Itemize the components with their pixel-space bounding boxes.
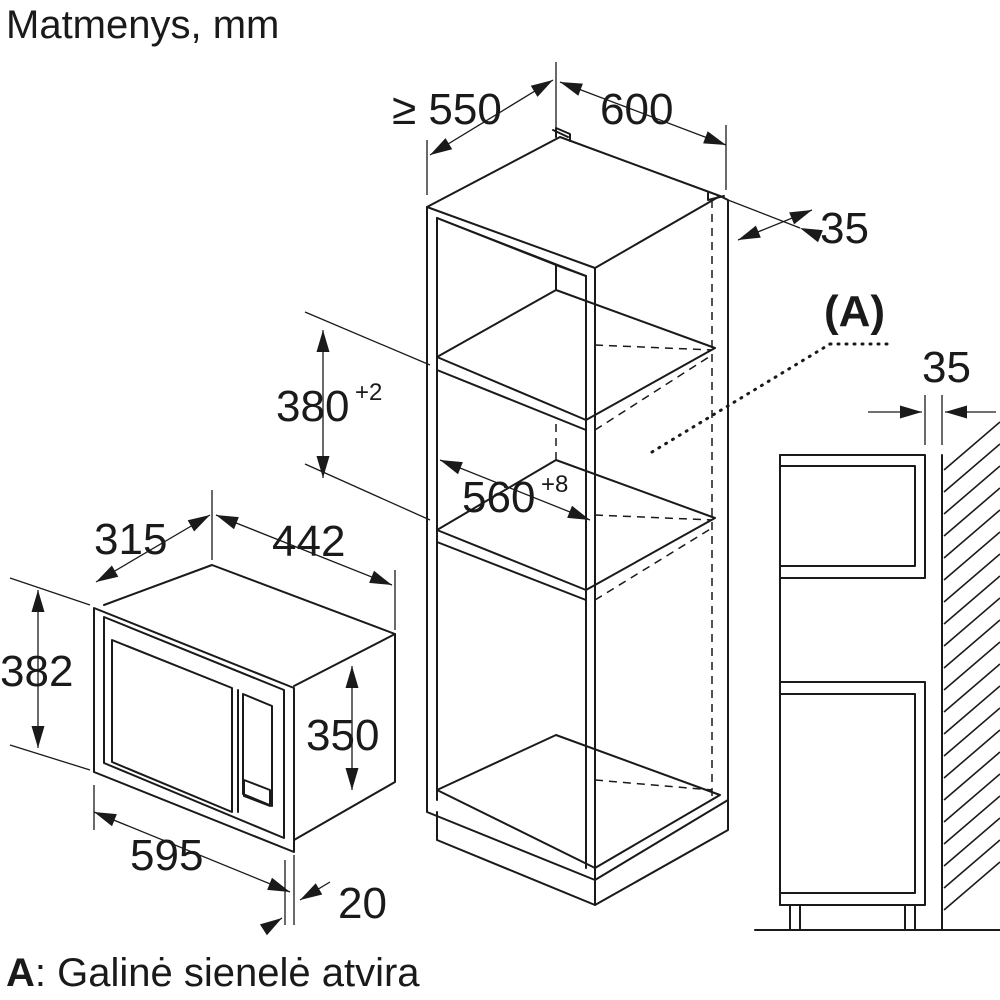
legend-key: A — [6, 951, 35, 995]
callout-a: (A) — [824, 287, 885, 336]
wall-hatch-line — [943, 795, 1000, 845]
dimension-arrowhead — [703, 131, 726, 145]
dimension-arrowhead — [259, 918, 282, 936]
wall-hatch-line — [943, 531, 1000, 581]
dimension-arrowhead — [430, 138, 453, 155]
dim-niche-height-tol: +2 — [355, 379, 382, 406]
dimension-arrowhead — [560, 82, 583, 96]
dim-appliance-height: 382 — [0, 647, 73, 696]
dimension-arrowhead — [31, 726, 45, 748]
dim-cabinet-depth: ≥ 550 — [392, 85, 502, 134]
dimension-arrowhead — [369, 570, 392, 585]
dim-appliance-front-thickness: 20 — [338, 879, 387, 928]
dim-niche-height: 380 — [276, 382, 349, 431]
wall-hatch-line — [943, 641, 1000, 691]
dimension-arrowhead — [216, 515, 239, 530]
wall-hatch-line — [943, 817, 1000, 867]
wall-hatch-line — [943, 421, 1000, 471]
dimension-labels: ≥ 550 600 35 (A) 380 +2 560 +8 315 442 3… — [0, 85, 971, 928]
wall-hatch-line — [943, 861, 1000, 911]
dimension-arrowhead — [187, 515, 210, 532]
wall-hatch-line — [943, 707, 1000, 757]
wall-hatch-line — [943, 553, 1000, 603]
side-view — [754, 421, 1000, 931]
microwave-appliance — [93, 564, 396, 853]
wall-hatch-line — [943, 443, 1000, 493]
dimension-arrowhead — [345, 768, 359, 790]
wall-hatch-line — [943, 751, 1000, 801]
wall-hatch-line — [943, 773, 1000, 823]
wall-hatch-line — [943, 465, 1000, 515]
dimension-arrowhead — [945, 405, 967, 419]
dimension-arrowhead — [316, 456, 330, 478]
dim-niche-width-tol: +8 — [541, 471, 568, 498]
dimension-arrowhead — [530, 80, 553, 97]
dim-cabinet-rear-gap: 35 — [820, 204, 869, 253]
tall-cabinet — [426, 127, 729, 906]
wall-hatch-line — [943, 509, 1000, 559]
dim-appliance-width-body: 442 — [272, 517, 345, 566]
wall-hatch-line — [943, 685, 1000, 735]
dim-niche-width: 560 — [462, 473, 535, 522]
dim-appliance-body-height: 350 — [306, 711, 379, 760]
wall-hatch-line — [943, 597, 1000, 647]
dimension-arrowhead — [789, 210, 812, 225]
dimension-arrowhead — [267, 877, 290, 892]
dim-side-rear-gap: 35 — [922, 343, 971, 392]
wall-hatch-line — [943, 839, 1000, 889]
dimension-arrowhead — [738, 225, 761, 240]
legend-text: : Galinė sienelė atvira — [34, 951, 420, 995]
dimension-arrowhead — [900, 405, 922, 419]
wall-hatch-line — [943, 729, 1000, 779]
dimension-arrowhead — [440, 460, 463, 475]
wall-hatch-line — [943, 575, 1000, 625]
wall-hatch-line — [943, 663, 1000, 713]
legend: A: Galinė sienelė atvira — [6, 948, 420, 998]
dimension-arrowhead — [345, 666, 359, 688]
dimension-arrowhead — [96, 565, 119, 582]
dim-appliance-front-width: 595 — [130, 831, 203, 880]
dim-appliance-depth: 315 — [94, 515, 167, 564]
page-title: Matmenys, mm — [6, 3, 280, 47]
dimension-arrowhead — [567, 505, 590, 520]
wall-hatch-line — [943, 487, 1000, 537]
dimension-arrowhead — [94, 812, 117, 827]
dimension-arrowhead — [31, 590, 45, 612]
dimension-arrowhead — [800, 228, 823, 243]
wall-hatch-line — [943, 619, 1000, 669]
dimension-arrowhead — [300, 883, 323, 900]
dimension-arrowhead — [316, 330, 330, 352]
dim-cabinet-width: 600 — [600, 85, 673, 134]
dimension-arrows — [31, 80, 967, 936]
